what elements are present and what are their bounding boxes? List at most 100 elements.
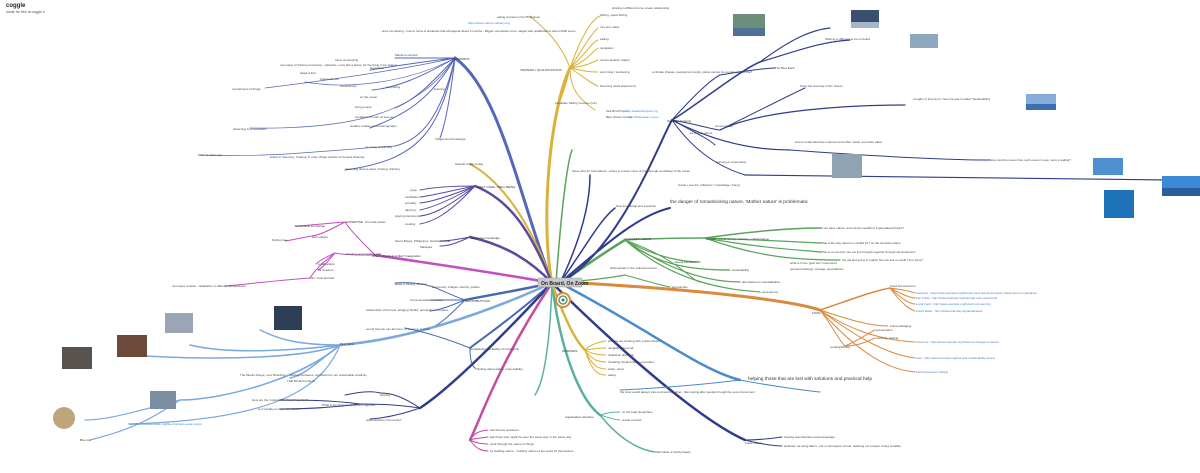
sub-keywords-10[interactable]	[344, 57, 456, 171]
sub-contrib-2[interactable]	[394, 282, 431, 287]
st-node-7[interactable]: Lengths of time from / how pre-sea in-st…	[913, 97, 991, 101]
sub-sky-8[interactable]	[129, 344, 341, 425]
tr-node-11[interactable]: Canadian Sailing Courses (CA)	[555, 101, 597, 105]
tr-node-13-link[interactable]: http://blueocean.org.eu	[628, 115, 659, 119]
ct-node-6[interactable]: Thinking about status, responsibility...	[475, 367, 525, 371]
sub-steer-12[interactable]	[744, 174, 1171, 181]
tr-node-12[interactable]: Sea Bird Project	[606, 109, 628, 113]
branch-training[interactable]	[545, 66, 572, 285]
pk-node-2[interactable]: pink subject	[312, 235, 328, 239]
pk-node-1[interactable]: sustainable knowledge	[295, 224, 326, 228]
branch-indigenous[interactable]	[468, 235, 554, 285]
ct-node-4[interactable]: relationship of the best: bridging 'flui…	[366, 308, 449, 312]
branch-navy[interactable]	[418, 281, 554, 410]
sub-steer-4[interactable]	[671, 74, 721, 121]
branch-labour[interactable]	[559, 174, 591, 284]
sub-training-7[interactable]	[569, 67, 599, 73]
st-node-14[interactable]: those who do 'hard labour', others to en…	[572, 169, 690, 173]
sub-keywords-6[interactable]	[394, 57, 456, 109]
label-organisation[interactable]: organisation structure	[565, 415, 594, 419]
nv-node-5[interactable]: ways decision community?	[366, 418, 402, 422]
kw-node-9[interactable]: wayfinding	[386, 85, 401, 89]
st-node-1[interactable]: as well as others	[690, 131, 713, 135]
sub-navy-6[interactable]	[369, 407, 421, 420]
kw-node-14[interactable]: weather studies and oceanography	[350, 124, 397, 128]
label-training[interactable]: TRAINING / QUALIFICATIONS	[520, 68, 562, 72]
sub-self-1[interactable]	[419, 185, 476, 191]
sub-steer-7[interactable]	[671, 119, 791, 151]
org-node-1[interactable]: on the boat hierarchies	[622, 410, 653, 414]
label-selfcare[interactable]: SELF CARE / WELL BEING	[478, 185, 516, 189]
sub-steer-8[interactable]	[671, 119, 746, 176]
st-node-3[interactable]: learning of cooperative	[716, 160, 747, 164]
fd-node-12[interactable]: catching, picking	[876, 336, 899, 340]
branch-helping[interactable]	[558, 281, 742, 382]
sub-food-11[interactable]	[844, 329, 876, 347]
branch-sky[interactable]	[338, 281, 554, 347]
sub-con-9[interactable]	[624, 239, 761, 293]
tr-node-1[interactable]: eating courses in the Philippines	[497, 15, 541, 19]
sub-navy-3[interactable]	[279, 403, 361, 410]
st-node-6[interactable]: Open the doorway of the Ocean	[800, 84, 843, 88]
branch-foodculture[interactable]	[550, 281, 747, 442]
sc-node-5[interactable]: playing instruments	[395, 214, 421, 218]
sub-food-8[interactable]	[819, 309, 916, 359]
label-danger[interactable]: the danger of romanticising nature, 'Mot…	[670, 199, 809, 205]
sub-consid-2[interactable]	[404, 327, 471, 349]
kw-node-16[interactable]: on a way of learning	[365, 145, 392, 149]
st-node-10[interactable]: Sharing is different to be on board	[825, 37, 870, 41]
label-whatshould[interactable]: What it should look like? Imagination	[372, 254, 421, 258]
sub-self-5[interactable]	[419, 185, 476, 217]
sub-training-3[interactable]	[569, 27, 599, 69]
pk-node-8[interactable]: new ways to listen - adaptation to diffe…	[172, 284, 246, 288]
label-workers[interactable]: WORKERS	[562, 349, 578, 353]
cn-node-4[interactable]: What is community: are we just brought t…	[820, 250, 916, 254]
kw-node-20[interactable]: observing diverse ways of being, thinkin…	[345, 167, 400, 171]
sub-keywords-8[interactable]	[249, 57, 456, 129]
sub-keywords-2[interactable]	[369, 57, 456, 71]
ind-node-1[interactable]: Sierra Bayas, Philippines, Southeast Asi…	[395, 239, 450, 243]
sub-contrib-1[interactable]	[429, 285, 466, 301]
branch-magenta[interactable]	[468, 281, 554, 442]
sub-training-10[interactable]	[559, 67, 571, 103]
st-node-2[interactable]: communicate	[715, 124, 733, 128]
branch-expertise[interactable]	[373, 253, 554, 285]
st-node-5[interactable]: The Blue Earth	[775, 66, 795, 70]
fc-node-1[interactable]: hearing sea shanties/ ocean language	[784, 435, 835, 439]
label-foodculture[interactable]: Food Culture	[745, 441, 763, 445]
nv-node-2[interactable]: How are the 'migrant/crew/local' togethe…	[252, 398, 308, 402]
st-node-13[interactable]: New knowledge and expertise	[616, 204, 656, 208]
cn-node-11[interactable]: approaches	[672, 285, 688, 289]
kw-node-13[interactable]: conditions of work on sea etc.	[355, 115, 395, 119]
tr-node-8[interactable]: communication (radio)	[600, 58, 630, 62]
sub-exp-1[interactable]	[344, 221, 376, 256]
sub-work-2[interactable]	[584, 347, 607, 351]
sub-con-10[interactable]	[624, 239, 701, 283]
sub-food-3[interactable]	[889, 287, 916, 299]
ct-node-5[interactable]: sound how we can all come, to become, to…	[366, 327, 430, 331]
sub-steer-9[interactable]	[719, 67, 776, 76]
branch-new-knowledge[interactable]	[559, 207, 616, 284]
label-concept[interactable]: CONCEPT / IDEAS	[625, 237, 651, 241]
sub-mag-3[interactable]	[469, 439, 489, 445]
sub-org-2[interactable]	[599, 414, 621, 421]
tr-node-9[interactable]: swimming / snorkeling	[600, 70, 630, 74]
cn-node-5[interactable]: the old and going to realize how we live…	[842, 258, 923, 262]
sub-help-2[interactable]	[619, 379, 741, 391]
branch-steering[interactable]	[559, 119, 673, 284]
kw-node-8[interactable]: nourishment of things	[232, 87, 261, 91]
org-node-3[interactable]: Mermaids or family based	[656, 450, 691, 454]
kw-node-3[interactable]: same as knowing	[335, 58, 359, 62]
st-node-8[interactable]: how to understand the unknown and other …	[795, 140, 883, 144]
kw-node-1[interactable]: Maritime survival	[395, 53, 418, 57]
sub-work-1[interactable]	[584, 340, 607, 351]
wk-node-4[interactable]: 'breaking' (boat-through-mountain)	[608, 360, 654, 364]
fd-node-8[interactable]: Fuel : http://www.example.org/fuel-and-s…	[916, 356, 995, 360]
mg-node-2[interactable]: ask those who might be seen the same way…	[490, 435, 572, 439]
sub-food-2[interactable]	[889, 287, 916, 294]
sc-node-6[interactable]: cooking	[405, 222, 416, 226]
wk-node-6[interactable]: safety	[608, 373, 617, 377]
pk-node-6[interactable]: for freedom	[318, 268, 334, 272]
tr-node-2[interactable]: https://www.marine-industry.org	[468, 21, 510, 25]
branch-indigenous-top[interactable]	[439, 57, 456, 139]
